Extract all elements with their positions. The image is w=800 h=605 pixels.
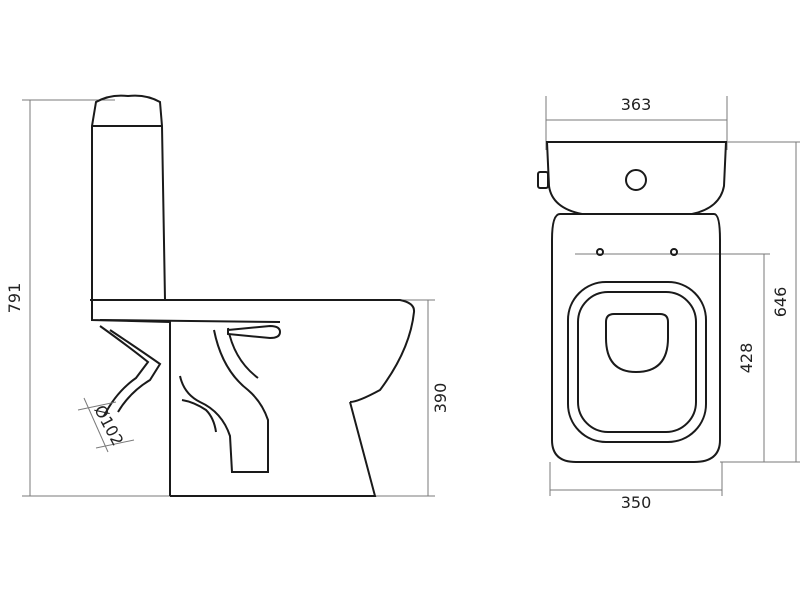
pedestal-front xyxy=(170,401,377,497)
seat-bolt-left xyxy=(596,248,604,256)
outlet-pipe-top xyxy=(109,329,162,413)
bowl-opening xyxy=(605,313,669,374)
seat-underline xyxy=(99,319,281,323)
tank xyxy=(91,94,167,301)
tank-side-button xyxy=(537,171,549,189)
flush-lever xyxy=(227,324,282,340)
dim-label-791: 791 xyxy=(5,283,24,314)
side-view: 791 390 Ø102 xyxy=(5,94,450,497)
tank-top xyxy=(545,141,728,215)
dim-label-390: 390 xyxy=(431,383,450,414)
seat-inner xyxy=(577,291,697,433)
dim-label-646: 646 xyxy=(771,287,790,318)
trap-channel xyxy=(179,329,269,473)
dim-label-363: 363 xyxy=(621,95,652,114)
trap-lower xyxy=(181,399,217,433)
top-view: 363 350 646 428 xyxy=(537,95,800,512)
flush-button xyxy=(625,169,647,191)
dim-label-350: 350 xyxy=(621,493,652,512)
diameter-tick-2 xyxy=(95,439,135,449)
bowl-rim xyxy=(90,299,416,403)
outlet-pipe-bottom xyxy=(99,325,150,417)
dim-line-diameter xyxy=(83,397,109,453)
bowl-top-outline xyxy=(551,213,721,463)
seat-bolt-right xyxy=(670,248,678,256)
diameter-tick-1 xyxy=(77,401,117,411)
seat-outer xyxy=(567,281,707,443)
dim-label-428: 428 xyxy=(737,343,756,374)
